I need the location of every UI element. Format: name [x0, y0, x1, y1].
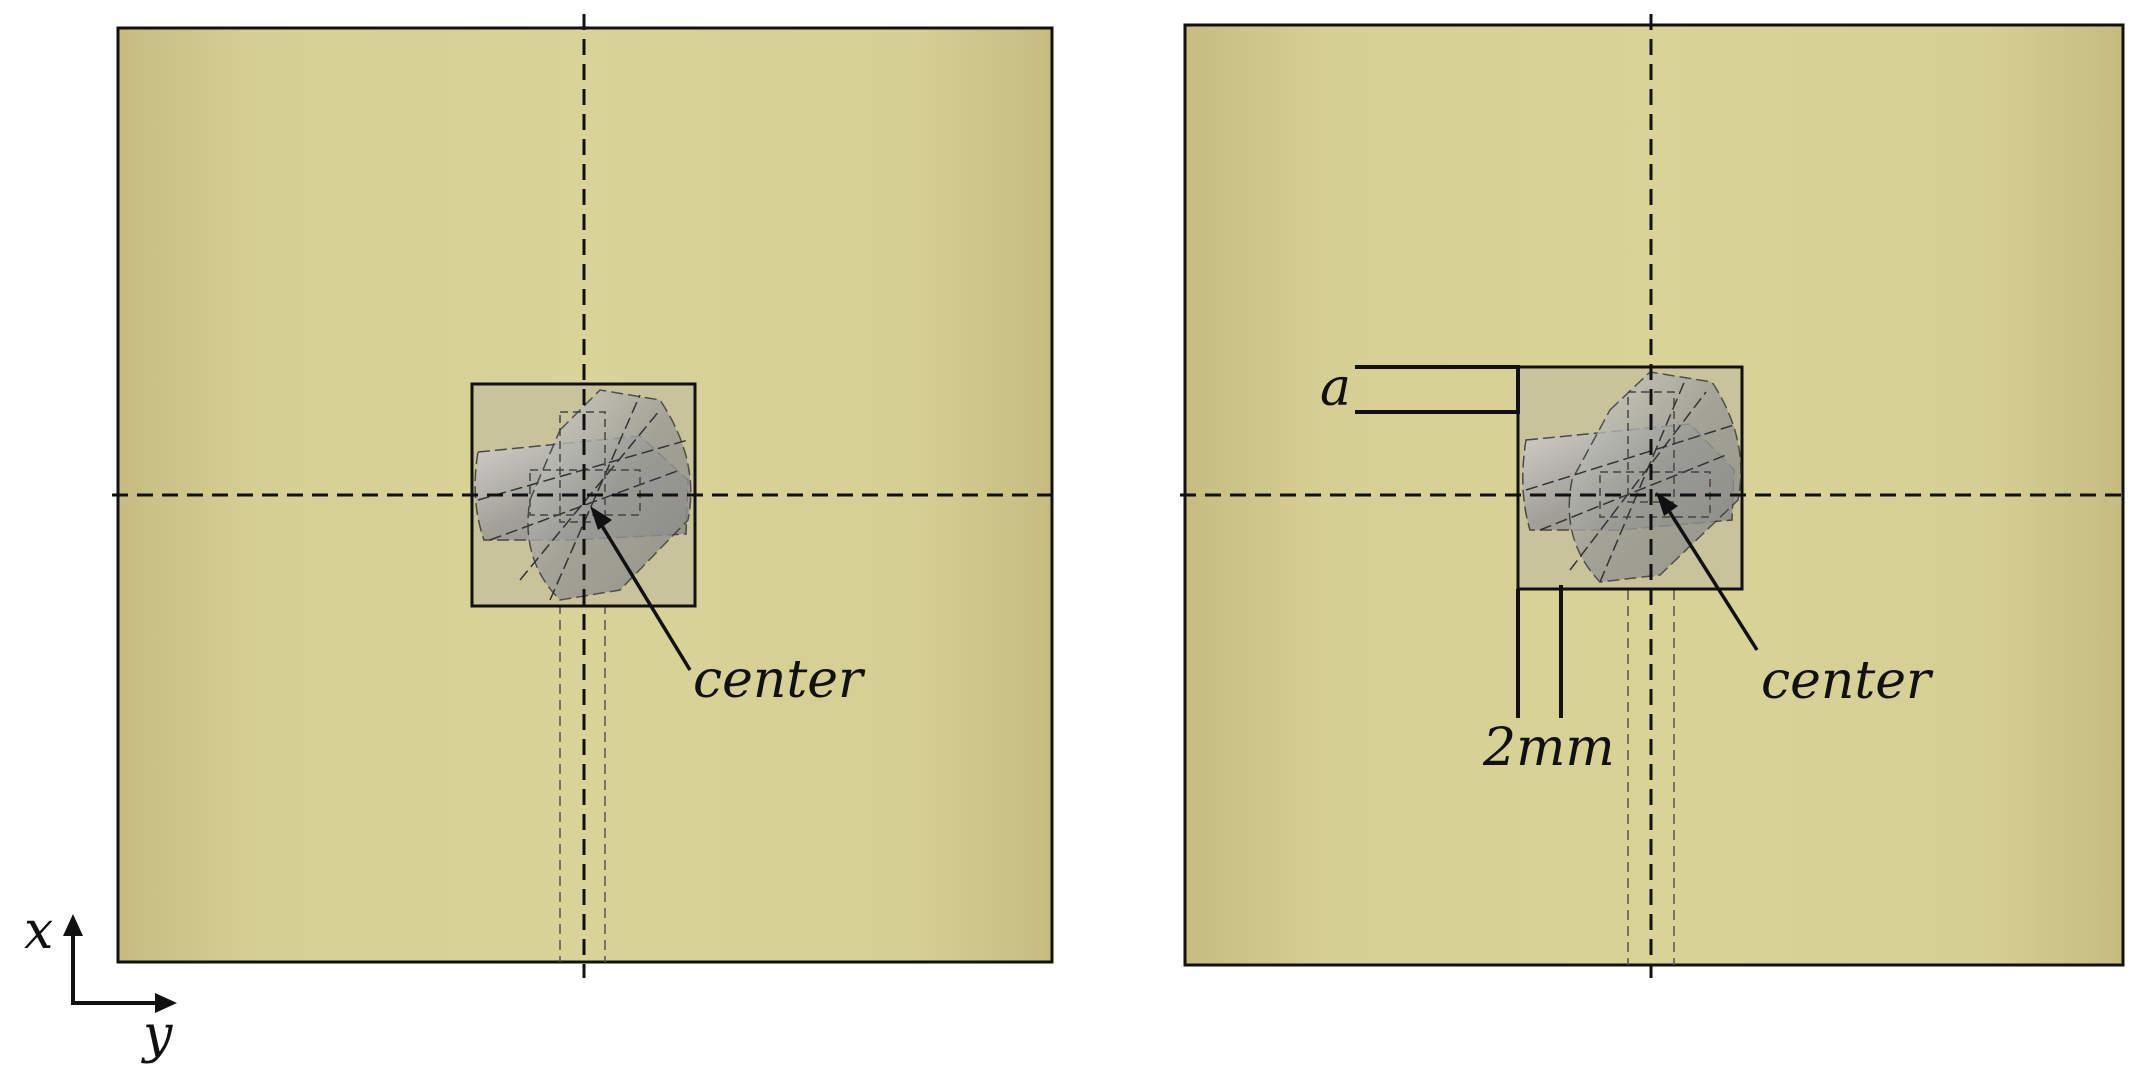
- right-center-label: center: [1761, 651, 1934, 711]
- left-panel: center: [112, 14, 1058, 978]
- axis-x-label: x: [24, 901, 53, 961]
- left-part: [474, 389, 692, 601]
- width-2mm-label: 2mm: [1482, 718, 1615, 778]
- right-part: [1522, 371, 1742, 583]
- offset-a-label: a: [1320, 358, 1351, 418]
- axis-y-label: y: [141, 1005, 173, 1065]
- dimension-2mm: [1516, 585, 1563, 718]
- dimension-a: [1355, 365, 1520, 414]
- left-center-arrow: [590, 506, 692, 671]
- right-center-arrow: [1656, 492, 1759, 651]
- left-center-label: center: [693, 650, 866, 710]
- axes-indicator: [63, 914, 177, 1013]
- right-panel: a 2mm center: [1180, 14, 2128, 978]
- x-axis-arrowhead: [63, 914, 83, 936]
- y-axis-arrowhead: [155, 993, 177, 1013]
